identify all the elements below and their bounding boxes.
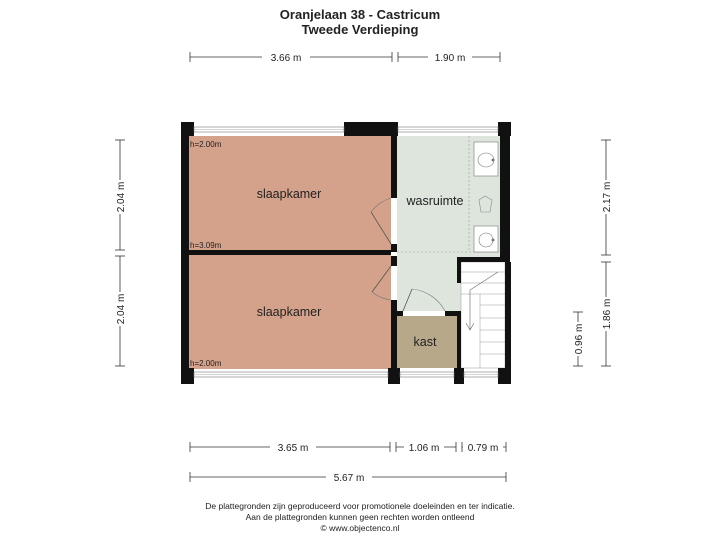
- dimension-left-top: 2.04 m: [116, 182, 127, 213]
- door-bedroom-1: [370, 197, 392, 245]
- floorplan-title: Oranjelaan 38 - Castricum: [279, 7, 441, 22]
- dimension-top-right: 1.90 m: [435, 53, 466, 64]
- room-label-laundry: wasruimte: [406, 194, 464, 208]
- floorplan-subtitle: Tweede Verdieping: [301, 22, 419, 37]
- dimension-bottom-right: 0.79 m: [468, 443, 499, 454]
- staircase: [460, 261, 506, 369]
- dimension-top-left: 3.66 m: [271, 53, 302, 64]
- walls: [181, 122, 511, 384]
- height-label-3: h=2.00m: [190, 359, 222, 368]
- disclaimer-line-1: De plattegronden zijn geproduceerd voor …: [205, 501, 515, 511]
- room-bedroom-2: [188, 255, 391, 369]
- room-bedroom-1: [188, 136, 391, 250]
- dimension-right-top: 2.17 m: [602, 182, 613, 213]
- room-label-bedroom-1: slaapkamer: [257, 187, 322, 201]
- height-label-1: h=2.00m: [190, 140, 222, 149]
- door-bedroom-2: [371, 265, 392, 301]
- windows-top: [193, 126, 499, 133]
- dimension-right: 2.17 m 1.86 m 0.96 m: [570, 139, 614, 367]
- room-label-bedroom-2: slaapkamer: [257, 305, 322, 319]
- dimension-left: 2.04 m 2.04 m: [112, 139, 128, 367]
- dimension-top: 3.66 m 1.90 m: [189, 50, 501, 64]
- dimension-bottom: 3.65 m 1.06 m 0.79 m 5.67 m: [189, 440, 507, 484]
- dimension-left-bottom: 2.04 m: [116, 294, 127, 325]
- door-closet: [402, 288, 446, 312]
- dimension-right-inner: 0.96 m: [574, 324, 585, 355]
- height-label-2: h=3.09m: [190, 241, 222, 250]
- disclaimer-line-2: Aan de plattegronden kunnen geen rechten…: [245, 512, 475, 522]
- dimension-right-bottom: 1.86 m: [602, 299, 613, 330]
- windows-bottom: [193, 371, 499, 378]
- dimension-bottom-middle: 1.06 m: [409, 443, 440, 454]
- room-closet: [397, 316, 457, 368]
- copyright-link[interactable]: © www.objectenco.nl: [320, 523, 400, 533]
- dimension-bottom-left: 3.65 m: [278, 443, 309, 454]
- washing-machine: [473, 225, 499, 253]
- room-label-closet: kast: [414, 335, 437, 349]
- dimension-total: 5.67 m: [334, 473, 365, 484]
- washbasin: [473, 141, 499, 177]
- dryer-symbol: [478, 195, 493, 213]
